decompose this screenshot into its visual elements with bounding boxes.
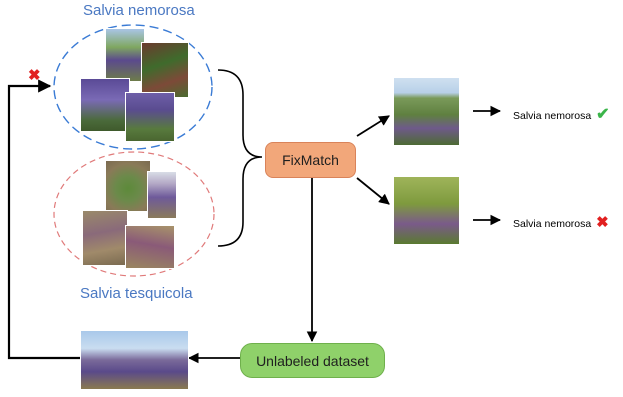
class-b-image-1 <box>105 160 151 212</box>
brace <box>217 69 263 247</box>
unlabeled-image <box>80 330 189 390</box>
class-a-image-3 <box>80 78 130 132</box>
check-icon: ✔ <box>596 106 610 123</box>
class-a-image-1 <box>105 28 145 82</box>
class-b-ellipse <box>53 151 215 277</box>
unlabeled-dataset-box: Unlabeled dataset <box>240 343 385 378</box>
result-1: Salvia nemorosa ✔ <box>513 104 610 124</box>
prediction-image-1 <box>393 77 460 146</box>
class-b-label: Salvia tesquicola <box>80 285 193 302</box>
class-b-image-2 <box>147 171 177 219</box>
prediction-image-2 <box>393 176 460 245</box>
fixmatch-label: FixMatch <box>282 152 339 168</box>
class-a-image-4 <box>125 92 175 142</box>
result-1-label: Salvia nemorosa <box>513 110 592 122</box>
unlabeled-dataset-label: Unlabeled dataset <box>256 352 369 369</box>
arrow-model-to-pred1 <box>356 115 390 137</box>
class-a-label: Salvia nemorosa <box>83 2 195 19</box>
class-a-image-2 <box>141 42 189 98</box>
result-2-label: Salvia nemorosa <box>513 218 592 230</box>
fixmatch-box: FixMatch <box>265 142 356 178</box>
class-b-image-3 <box>82 210 128 266</box>
arrow-model-to-pred2 <box>356 177 390 205</box>
class-a-ellipse <box>53 24 213 150</box>
result-2: Salvia nemorosa ✖ <box>513 213 609 231</box>
class-b-image-4 <box>125 225 175 269</box>
feedback-loop <box>7 79 80 360</box>
feedback-cross-icon: ✖ <box>28 67 41 84</box>
cross-icon: ✖ <box>596 214 609 231</box>
